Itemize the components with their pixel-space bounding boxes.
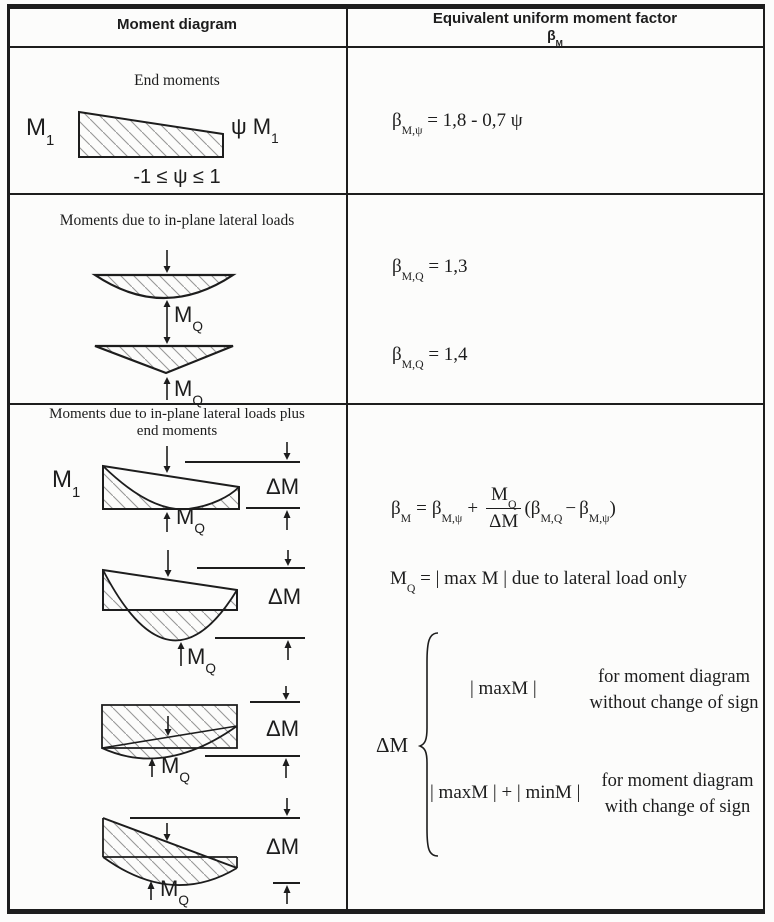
up-arrow-icon: [163, 512, 171, 532]
hatched-triangular-shape: [94, 344, 234, 375]
up-arrow-icon: [282, 758, 290, 778]
row3-diagram-b-svg: [102, 550, 238, 666]
m1-label-row3: M1: [52, 466, 81, 501]
parabola-curve: [101, 725, 238, 760]
dimension-lines: [130, 817, 300, 884]
hatched-belly: [102, 726, 237, 759]
formula-beta-mq-14: βM,Q = 1,4: [392, 344, 468, 372]
down-arrow-icon: [164, 716, 172, 736]
row2-title: Moments due to in-plane lateral loads: [59, 212, 295, 229]
header-factor-symbol: βM: [547, 27, 563, 49]
delta-m-label-c: ΔM: [266, 716, 300, 741]
delta-m-dimension-d-svg: [130, 798, 300, 904]
formula-beta-m-interpolation: βM = βM,ψ + MQ ΔM ( βM,Q − βM,ψ ): [391, 484, 616, 533]
fraction-mq-over-dm: MQ ΔM: [486, 484, 522, 533]
moment-outline: [102, 568, 238, 611]
delta-m-dimension-b-svg: [197, 550, 305, 660]
m1-label-row1: M1: [26, 114, 55, 149]
delta-m-label-d: ΔM: [266, 834, 300, 859]
curly-brace-icon: [417, 632, 439, 857]
hatched-belly: [103, 857, 237, 886]
mq-label-row2-2: MQ: [174, 376, 203, 409]
row1-end-moment-diagram-svg: [78, 110, 224, 158]
case1-value: | maxM |: [470, 678, 537, 699]
down-arrow-icon: [283, 442, 291, 460]
psi-m1-label: ψ M1: [231, 114, 279, 147]
mq-label-a: MQ: [176, 504, 205, 537]
table-outer-border: [7, 4, 765, 914]
row-separator-1: [8, 193, 765, 195]
parabola-curve: [102, 569, 238, 642]
column-divider: [346, 4, 348, 914]
down-arrow-icon: [284, 550, 292, 566]
delta-m-label-b: ΔM: [268, 584, 302, 609]
case2-value: | maxM | + | minM |: [430, 782, 581, 803]
row3-diagram-c-svg: [101, 704, 238, 777]
up-arrow-icon: [147, 881, 155, 900]
up-arrow-icon: [163, 300, 171, 324]
row2-parabolic-diagram-svg: [91, 250, 237, 324]
mq-label-c: MQ: [161, 753, 190, 786]
mq-definition: MQ = | max M | due to lateral load only: [390, 568, 688, 596]
row2-triangular-diagram-svg: [94, 324, 234, 400]
up-arrow-icon: [284, 640, 292, 660]
hatched-region: [103, 570, 237, 641]
moment-outline: [102, 464, 240, 510]
dimension-lines: [197, 567, 305, 639]
psi-range-label: -1 ≤ ψ ≤ 1: [133, 166, 221, 188]
delta-m-label-a: ΔM: [266, 474, 300, 499]
case2-condition: for moment diagram with change of sign: [601, 771, 754, 817]
hatched-region: [103, 466, 239, 510]
up-arrow-icon: [148, 758, 156, 777]
row3-title-line2: end moments: [136, 423, 218, 439]
formula-beta-m-psi: βM,ψ = 1,8 - 0,7 ψ: [392, 110, 523, 138]
down-arrow-icon: [163, 250, 171, 273]
down-arrow-icon: [163, 446, 171, 473]
parabola-curve: [102, 465, 240, 511]
up-arrow-icon: [177, 642, 185, 666]
hatched-trapezoid-shape: [78, 110, 224, 158]
delta-m-dimension-c-svg: [205, 686, 300, 778]
up-arrow-icon: [163, 377, 171, 400]
row-separator-2: [8, 403, 765, 405]
up-arrow-icon: [283, 510, 291, 530]
dimension-lines: [205, 701, 300, 757]
delta-m-dimension-a-svg: [185, 442, 300, 530]
down-arrow-icon: [283, 798, 291, 816]
row3-diagram-d-svg: [102, 817, 238, 900]
down-arrow-icon: [163, 324, 171, 344]
mq-label-b: MQ: [187, 644, 216, 677]
chord-line: [101, 725, 238, 749]
hatched-parabolic-shape: [91, 273, 237, 299]
delta-m-cases-label: ΔM: [376, 733, 409, 757]
case1-condition: for moment diagram without change of sig…: [589, 667, 759, 713]
up-arrow-icon: [283, 885, 291, 904]
formula-beta-mq-13: βM,Q = 1,3: [392, 256, 468, 284]
row3-diagram-a-svg: [102, 446, 240, 532]
moment-outline: [102, 817, 238, 886]
header-moment-diagram: Moment diagram: [116, 16, 237, 33]
down-arrow-icon: [282, 686, 290, 700]
moment-outline: [101, 704, 238, 749]
down-arrow-icon: [163, 823, 171, 841]
header-separator: [8, 46, 765, 48]
down-arrow-icon: [164, 550, 172, 577]
header-factor-title: Equivalent uniform moment factor: [432, 10, 678, 27]
mq-label-d: MQ: [160, 876, 189, 909]
mq-label-row2-1: MQ: [174, 302, 203, 335]
row3-title-line1: Moments due to in-plane lateral loads pl…: [49, 406, 305, 422]
row1-title: End moments: [134, 72, 220, 89]
dimension-lines: [185, 461, 300, 509]
